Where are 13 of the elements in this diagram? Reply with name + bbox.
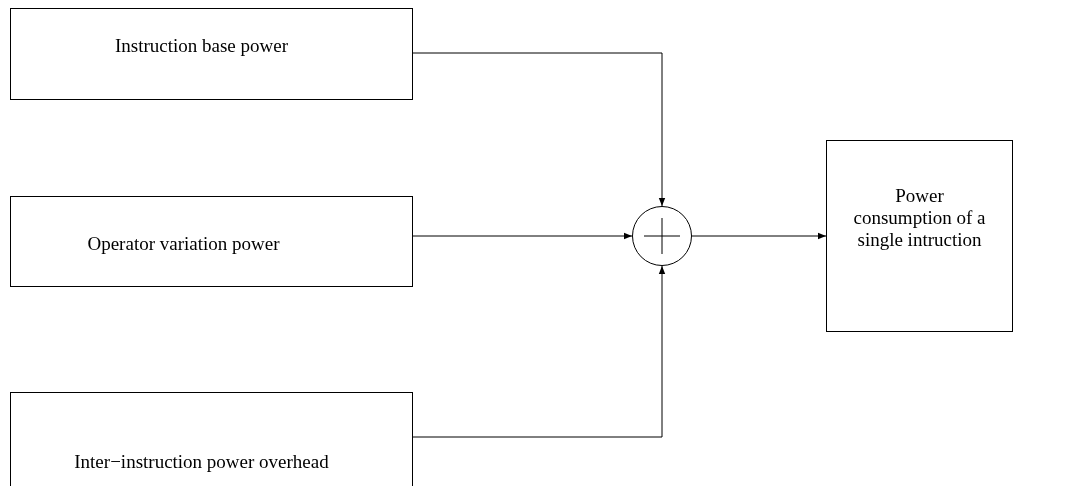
- process-box: [10, 392, 413, 486]
- box-label: Power consumption of a single intruction: [852, 185, 987, 251]
- arrow: [412, 232, 633, 240]
- box-label: Instruction base power: [114, 35, 289, 57]
- box-label: Inter−instruction power overhead: [74, 451, 329, 473]
- process-box: [10, 8, 413, 100]
- arrow: [691, 232, 827, 240]
- process-box: [826, 140, 1013, 332]
- arrow: [412, 52, 666, 207]
- summing-junction: [632, 206, 692, 266]
- box-label: Operator variation power: [87, 232, 280, 255]
- process-box: [10, 196, 413, 287]
- arrow: [412, 265, 666, 438]
